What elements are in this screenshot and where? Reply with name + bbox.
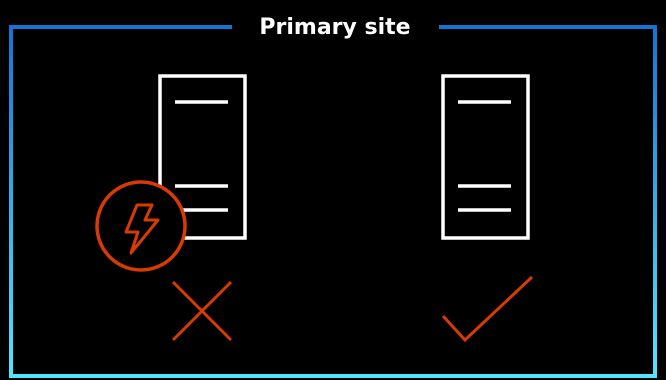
lightning-bolt-icon <box>124 203 160 255</box>
server-failed-body <box>158 74 247 240</box>
site-boundary-frame <box>9 25 657 378</box>
cross-icon <box>171 280 233 342</box>
lightning-bolt-badge <box>95 180 187 272</box>
checkmark-icon <box>441 275 534 343</box>
cross-stroke-b <box>171 280 233 342</box>
badge-circle <box>95 180 187 272</box>
server-healthy-body <box>441 74 530 240</box>
server-healthy <box>441 74 530 240</box>
frame-left-segment <box>9 25 657 378</box>
site-title: Primary site <box>259 15 410 40</box>
